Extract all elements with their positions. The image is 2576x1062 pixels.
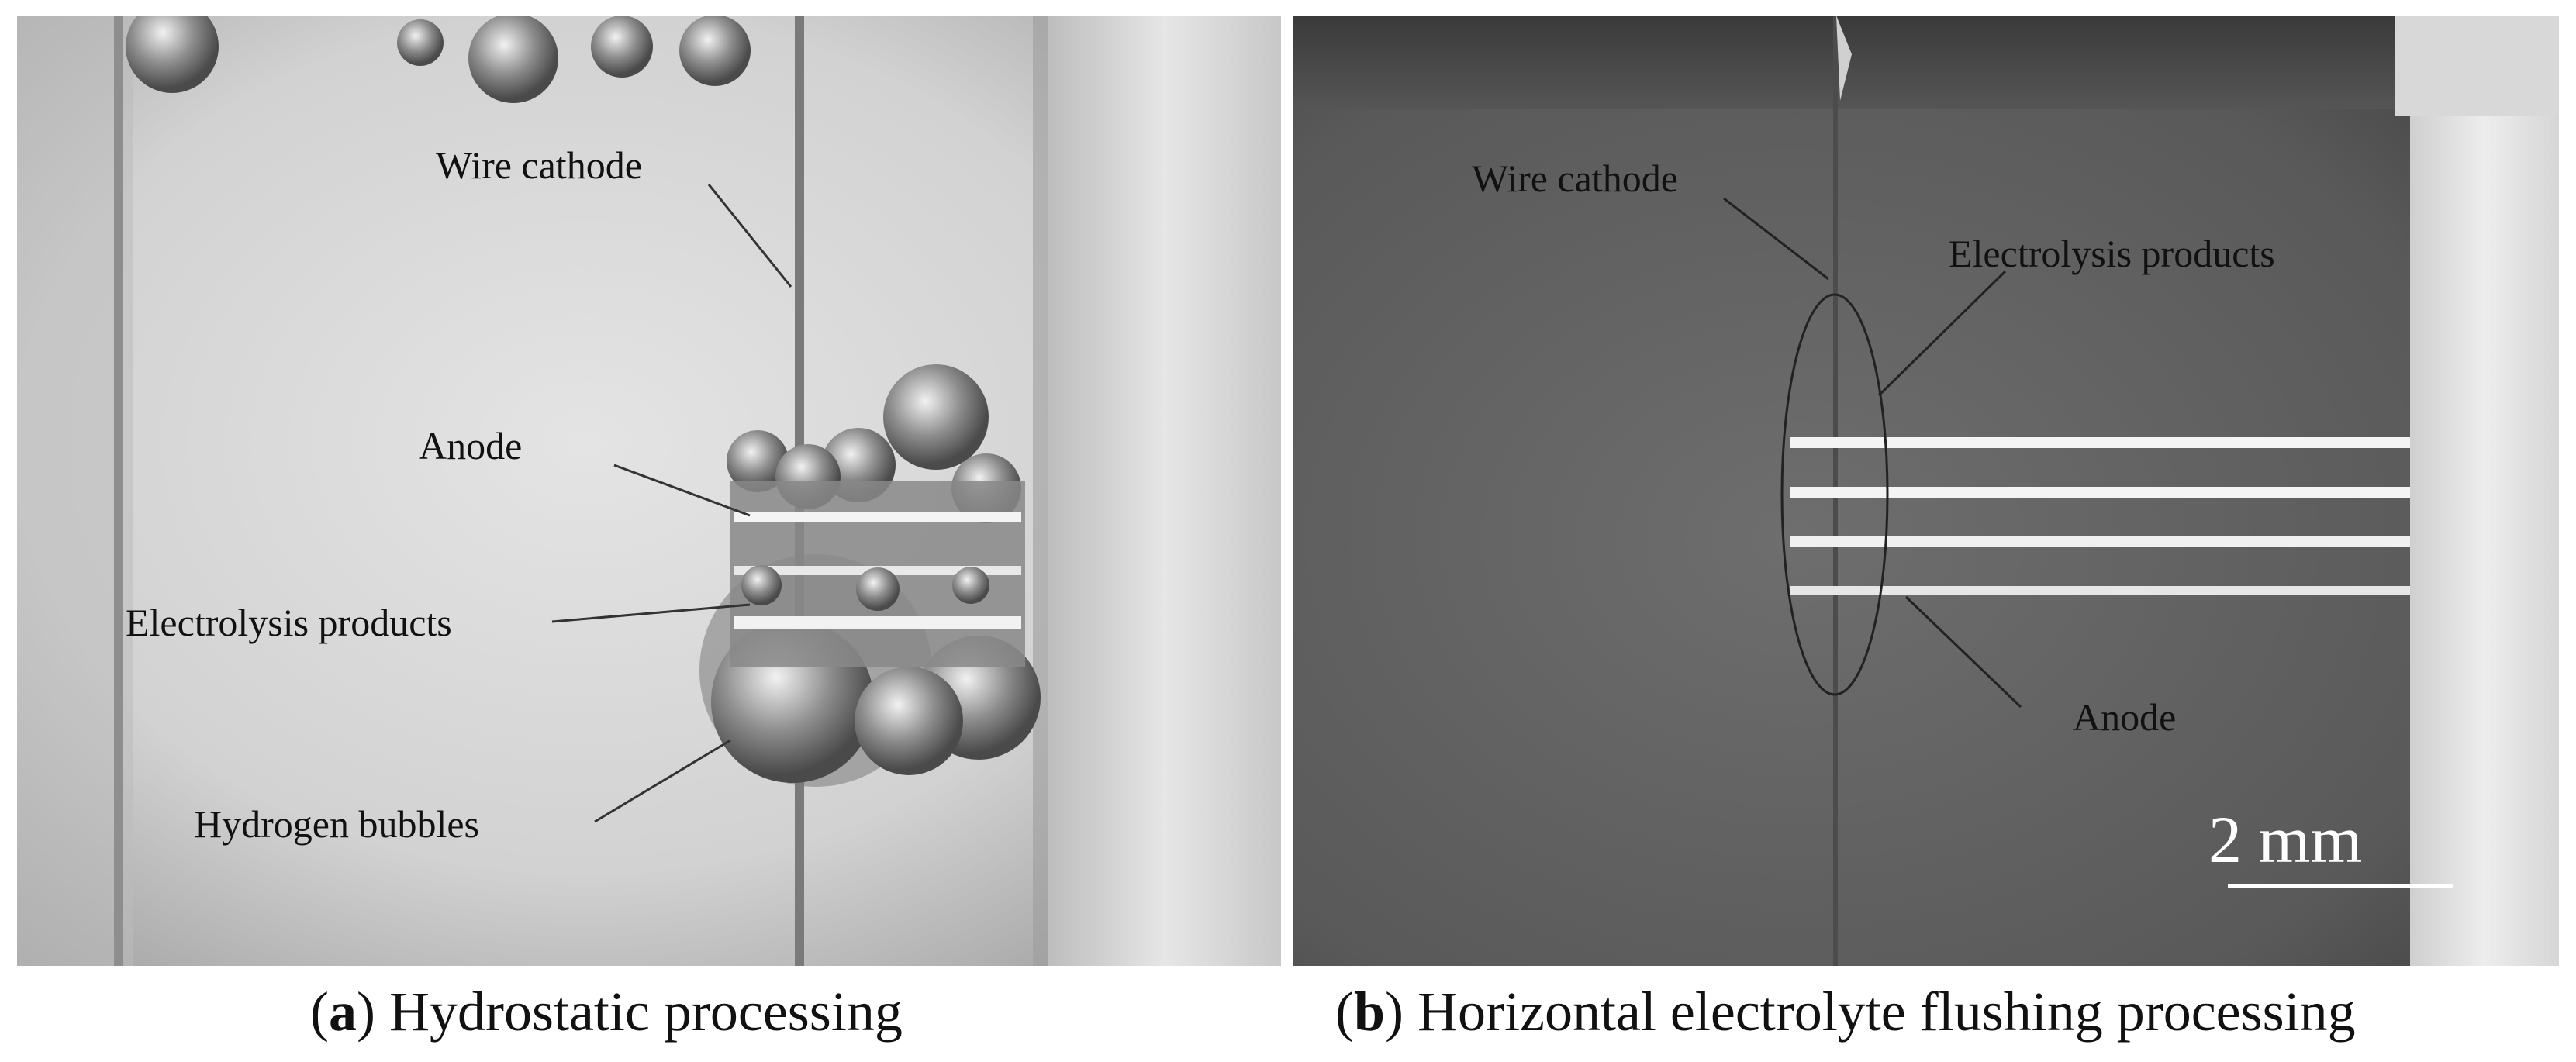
caption-b-letter: b xyxy=(1353,981,1386,1043)
anode-label: Anode xyxy=(419,424,523,467)
hydrostatic-photo xyxy=(17,16,1281,966)
anode-label: Anode xyxy=(2073,695,2177,739)
hydrogen-bubbles-label: Hydrogen bubbles xyxy=(194,802,479,846)
wire-cathode-label: Wire cathode xyxy=(1472,157,1678,200)
wire-cathode-label: Wire cathode xyxy=(436,143,642,187)
caption-b-text: Horizontal electrolyte flushing processi… xyxy=(1417,981,2356,1043)
caption-a-text: Hydrostatic processing xyxy=(388,981,903,1043)
panel-b-photo: Wire cathode Electrolysis products Anode… xyxy=(1293,16,2559,966)
caption-a-letter: a xyxy=(328,981,357,1043)
electrolysis-products-label: Electrolysis products xyxy=(126,601,452,644)
scale-bar-label: 2 mm xyxy=(2208,802,2363,877)
panel-a-photo: Wire cathode Anode Electrolysis products… xyxy=(17,16,1281,966)
scale-bar xyxy=(2228,884,2453,888)
electrolysis-products-label: Electrolysis products xyxy=(1949,232,2275,275)
caption-b: (b) Horizontal electrolyte flushing proc… xyxy=(1335,981,2356,1043)
caption-a: (a) Hydrostatic processing xyxy=(310,981,903,1043)
flushing-photo xyxy=(1293,16,2559,966)
